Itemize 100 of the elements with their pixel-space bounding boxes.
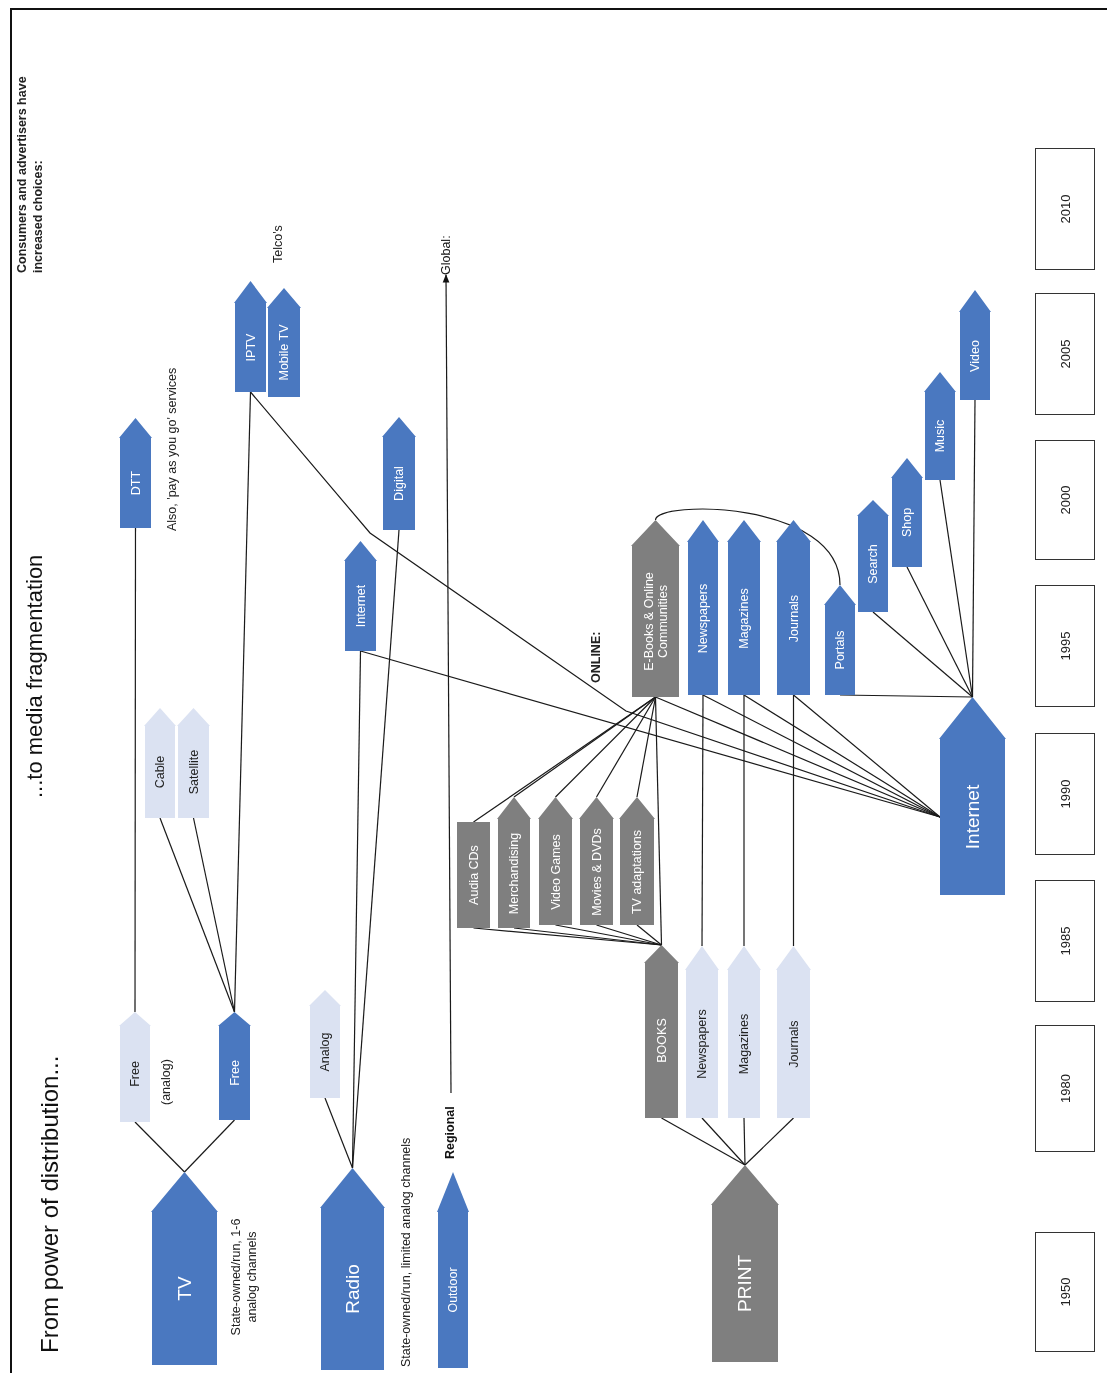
node-label: Free [227,1059,242,1088]
year-box: 2000 [1035,440,1095,560]
media-arrow-shape [235,281,266,392]
media-arrow-shape [645,945,678,1118]
connector-line [351,529,400,1169]
node-label: Journals [786,1019,801,1070]
media-arrow-shape [268,288,300,397]
connector-line [971,399,976,698]
note-text: ONLINE: [588,630,604,683]
media-arrow-shape [310,990,340,1098]
node-label: Video [968,339,982,374]
node-label: Cable [153,754,167,791]
diagram-title: From power of distribution... [36,1055,64,1353]
media-arrow-shape [145,708,175,818]
media-arrow-shape [438,1172,468,1368]
node-label: Satellite [186,748,201,797]
node-label: Shop [900,506,914,540]
node-label: Analog [318,1031,332,1074]
year-box: 1985 [1035,880,1095,1002]
connector-line [743,1117,746,1166]
connector-line [134,1121,186,1173]
media-arrow-shape [777,520,810,695]
node-label: Newspapers [696,582,710,656]
connector-line [939,479,974,698]
media-arrow-shape [686,946,718,1118]
connector-line [192,817,236,1013]
media-arrow-shape [539,797,572,925]
connector-line [701,694,704,947]
media-arrow-shape [345,541,376,651]
media-arrow-shape [728,520,760,695]
connector-line [324,1097,354,1169]
node-label: Movies & DVDs [589,827,604,918]
connector-line [233,391,252,1013]
note-text: Telco's [270,224,286,263]
connector-line [554,696,657,798]
connector-line [595,924,663,946]
node-label: Merchandising [507,831,521,917]
connector-line [792,694,795,947]
media-arrow-shape [712,1165,778,1362]
text-label: Regional [440,1093,462,1159]
node-label: Magazines [737,587,751,651]
media-arrow-shape [892,458,922,567]
connector-line [654,508,841,586]
text-label: Global: [436,205,456,275]
node-label: PRINT [734,1254,756,1314]
media-arrow-shape [777,946,810,1118]
media-arrow-shape [940,697,1005,895]
media-arrow-shape [580,797,613,925]
media-arrow-shape [620,797,654,925]
media-arrow-shape [858,500,888,612]
connector-line [792,694,941,818]
node-label: Audia CDs [466,844,481,907]
connector-line [159,817,236,1013]
note-text: State-owned/run, limited analog channels [398,1136,414,1367]
media-arrow-shape [498,797,530,928]
year-box: 1980 [1035,1025,1095,1152]
year-box: 1950 [1035,1232,1095,1352]
year-box: 1995 [1035,585,1095,707]
media-arrow-shape [728,946,760,1118]
arrow [442,274,452,1094]
node-label: Free [128,1060,142,1089]
connector-line [744,1117,795,1166]
connector-line [595,696,657,798]
node-label: Portals [833,629,847,672]
connector-line [183,1119,236,1173]
node-label: BOOKS [654,1017,669,1065]
note-text: State-owned/run, 1-6 analog channels [228,1217,261,1338]
media-arrow-shape [632,520,679,697]
node-label: Video Games [548,833,563,912]
note-text: Consumers and advertisers have increased choices: [14,75,47,273]
node-label: Digital [392,465,406,503]
note-text: Also, 'pay as you go' services [164,366,180,531]
connector-line [249,391,941,818]
media-arrow-shape [120,418,151,528]
media-arrow-shape [960,290,990,400]
media-arrow-shape [925,372,955,480]
note-text: (analog) [158,1058,174,1105]
connector-line [701,1117,746,1166]
year-box: 2005 [1035,293,1095,415]
node-label: DTT [128,469,143,498]
node-label: Music [933,418,947,455]
media-arrow-shape [321,1168,384,1370]
connector-line [660,1117,746,1166]
node-label: IPTV [243,332,258,364]
media-arrow-shape [219,1012,250,1120]
year-box: 2010 [1035,148,1095,270]
connector-line [636,696,657,798]
connector-line [743,694,745,947]
node-label: TV [173,1275,196,1303]
node-label: Radio [341,1263,364,1316]
media-arrow-shape [178,708,209,818]
year-box: 1990 [1035,733,1095,855]
node-label: TV adaptations [630,828,644,917]
media-arrow-shape [120,1012,150,1122]
node-label: Mobile TV [277,323,291,383]
node-label: Internet [353,583,368,630]
node-label: Newspapers [695,1008,709,1081]
connector-line [872,611,974,698]
connector-line [636,924,663,946]
media-arrow-shape [688,520,718,695]
